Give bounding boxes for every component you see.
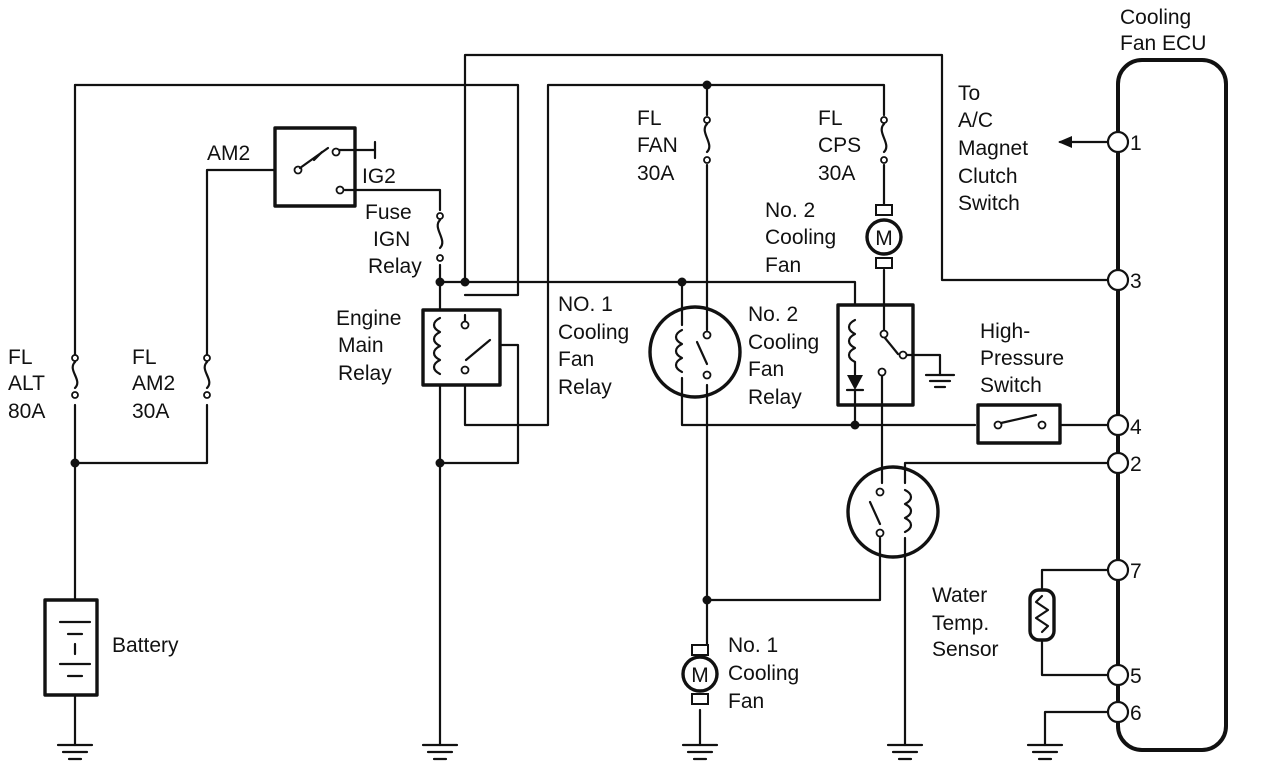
no2-relay-line3: Fan	[748, 358, 784, 381]
ecu-terminal-7: 7	[1130, 560, 1142, 583]
no1-relay-line1: NO. 1	[558, 293, 613, 316]
ground-icon	[56, 743, 94, 761]
ignition-input-label: AM2	[207, 142, 250, 165]
ecu-terminal-1: 1	[1130, 132, 1142, 155]
fuse-cps-line3: 30A	[818, 162, 855, 185]
no1-cooling-fan-relay	[648, 305, 742, 399]
fuse-alt-line1: FL	[8, 346, 33, 369]
fuse-alt-line2: ALT	[8, 372, 45, 395]
fuse-fl-alt-icon	[71, 354, 79, 399]
no2-motor-symbol: M	[875, 227, 893, 250]
fuse-cps-line1: FL	[818, 107, 843, 130]
ecu-terminal-5: 5	[1130, 665, 1142, 688]
no2-fan-line2: Cooling	[765, 226, 836, 249]
no2-fan-line1: No. 2	[765, 199, 815, 222]
battery-label: Battery	[112, 634, 179, 657]
ground-icon	[924, 373, 956, 389]
no1-relay-line4: Relay	[558, 376, 612, 399]
labels: Cooling Fan ECU To A/C Magnet Clutch Swi…	[8, 6, 1206, 713]
fuse-fl-am2-icon	[203, 354, 211, 399]
ac-note-line1: To	[958, 82, 980, 105]
hp-switch-line2: Pressure	[980, 347, 1064, 370]
ac-note-line5: Switch	[958, 192, 1020, 215]
no1-relay-line3: Fan	[558, 348, 594, 371]
high-pressure-switch-icon	[976, 403, 1062, 445]
engine-main-relay-line3: Relay	[338, 362, 392, 385]
ecu-terminal-3: 3	[1130, 270, 1142, 293]
no2-relay-line1: No. 2	[748, 303, 798, 326]
engine-main-relay	[421, 308, 502, 387]
no1-fan-line1: No. 1	[728, 634, 778, 657]
fuse-fl-cps-icon	[880, 116, 888, 164]
fuse-fan-line1: FL	[637, 107, 662, 130]
ecu-terminal-2: 2	[1130, 453, 1142, 476]
ecu-terminal-6: 6	[1130, 702, 1142, 725]
ac-note-line3: Magnet	[958, 137, 1028, 160]
fuse-am2-line1: FL	[132, 346, 157, 369]
ac-note-line4: Clutch	[958, 165, 1018, 188]
arrow-left-icon	[1058, 136, 1072, 148]
no1-cooling-fan-motor-icon: M	[681, 644, 719, 705]
no1-motor-symbol: M	[691, 664, 709, 687]
fuse-ign-line1: Fuse	[365, 201, 412, 224]
no1-fan-line3: Fan	[728, 690, 764, 713]
ecu-terminal-icons	[1106, 130, 1130, 724]
no2-cooling-fan-motor-icon: M	[865, 204, 903, 269]
ecu-title-line1: Cooling	[1120, 6, 1191, 29]
fuse-am2-line2: AM2	[132, 372, 175, 395]
fuse-fl-fan-icon	[703, 116, 711, 164]
ground-icon	[886, 743, 924, 761]
no2-fan-line3: Fan	[765, 254, 801, 277]
water-temp-sensor-icon	[1028, 588, 1056, 642]
fuse-ign-icon	[436, 212, 444, 262]
ecu-title-line2: Fan ECU	[1120, 32, 1206, 55]
ac-note-line2: A/C	[958, 109, 993, 132]
water-temp-line3: Sensor	[932, 638, 999, 661]
hp-switch-line3: Switch	[980, 374, 1042, 397]
junctions	[70, 80, 860, 605]
engine-main-relay-line2: Main	[338, 334, 384, 357]
fuse-fan-line2: FAN	[637, 134, 678, 157]
fuse-fan-line3: 30A	[637, 162, 674, 185]
no1-fan-line2: Cooling	[728, 662, 799, 685]
battery-icon	[43, 598, 99, 697]
no2-relay-line2: Cooling	[748, 331, 819, 354]
water-temp-line2: Temp.	[932, 612, 989, 635]
water-temp-line1: Water	[932, 584, 987, 607]
engine-main-relay-line1: Engine	[336, 307, 401, 330]
no1-relay-line2: Cooling	[558, 321, 629, 344]
fuse-am2-line3: 30A	[132, 400, 169, 423]
ignition-switch	[273, 126, 357, 208]
lower-fan-relay	[846, 465, 940, 559]
fuse-alt-line3: 80A	[8, 400, 45, 423]
ground-icon	[421, 743, 459, 761]
fuse-ign-line2: IGN	[373, 228, 410, 251]
ground-icons	[56, 373, 1064, 761]
no2-cooling-fan-relay	[836, 303, 915, 407]
ground-icon	[681, 743, 719, 761]
cooling-fan-ecu: 1 3 4 2 7 5 6	[1106, 58, 1228, 752]
no2-relay-line4: Relay	[748, 386, 802, 409]
ignition-output-label: IG2	[362, 165, 396, 188]
hp-switch-line1: High-	[980, 320, 1030, 343]
fuse-cps-line2: CPS	[818, 134, 861, 157]
ground-icon	[1026, 743, 1064, 761]
fuse-ign-line3: Relay	[368, 255, 422, 278]
ecu-terminal-4: 4	[1130, 416, 1142, 439]
